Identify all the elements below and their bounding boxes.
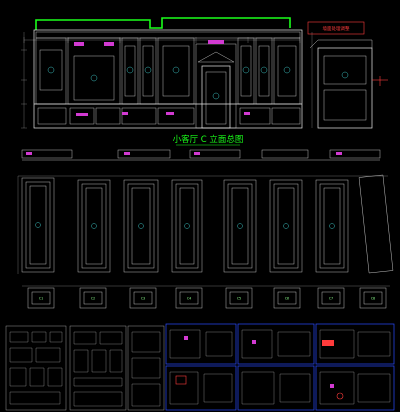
sheet-thumb-1	[5, 325, 67, 411]
panel-code-c4: C4	[187, 297, 191, 301]
panel-code-c7: C7	[329, 297, 333, 301]
elevation-frame	[33, 29, 303, 129]
panel-tags	[47, 66, 291, 100]
sheet-thumb-6	[315, 323, 395, 365]
panel-code-c8: C8	[371, 297, 375, 301]
sheet-thumb-4	[165, 323, 237, 365]
note-callout-box	[307, 21, 365, 35]
section-strip	[21, 149, 381, 161]
panel-code-c3: C3	[141, 297, 145, 301]
drawing-title: 小客厅 C 立面总图	[173, 134, 244, 145]
sheet-thumb-5	[237, 323, 315, 365]
sheet-thumb-8	[237, 365, 315, 411]
sheet-thumb-7	[165, 365, 237, 411]
side-annex	[317, 47, 373, 129]
doorway	[201, 65, 231, 129]
main-elevation: 墙面处理调整	[21, 17, 388, 129]
sheet-thumb-3	[127, 325, 165, 411]
panel-code-c2: C2	[91, 297, 95, 301]
panel-code-c6: C6	[285, 297, 289, 301]
sheet-thumb-2	[69, 325, 127, 411]
sheet-thumb-9	[315, 365, 395, 411]
cornice-outline	[35, 17, 291, 30]
panel-code-c1: C1	[39, 297, 43, 301]
panel-code-row: C1 C2 C3 C4 C5 C6 C7 C8	[22, 285, 390, 309]
note-callout-text: 墙面处理调整	[323, 25, 350, 32]
sheet-thumbnails	[5, 323, 395, 411]
panel-code-c5: C5	[237, 297, 241, 301]
panel-details-row	[17, 174, 394, 274]
ornament-markers	[74, 40, 250, 116]
